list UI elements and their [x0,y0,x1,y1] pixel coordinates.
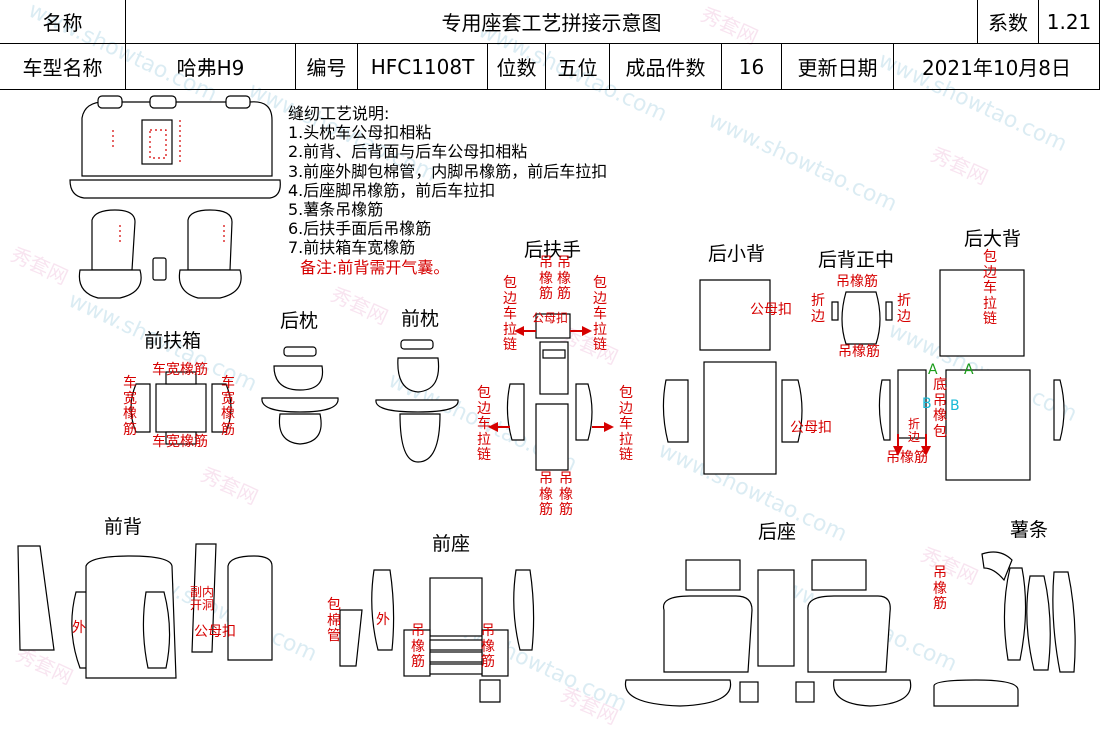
annotation-hang-elastic: 吊橡筋 [838,344,880,360]
seats-label: 位数 [488,44,546,90]
annotation-zipper-edge: 包边车拉链 [619,385,633,463]
mark-b: B [922,396,932,412]
rear-small-back-pieces [662,279,803,475]
note-item: 7.前扶箱车宽橡筋 [288,238,416,258]
fries-pieces [981,551,1076,673]
annotation-fold-edge: 折边 [811,293,825,325]
annotation-outer: 外 [72,620,86,636]
annotation-hang-elastic: 吊橡筋 [411,623,425,670]
note-item: 2.前背、后背面与后车公母扣相粘 [288,142,528,162]
annotation-wide-elastic: 车宽橡筋 [221,375,235,438]
seat-overview-illustration [69,95,281,299]
note-item: 5.薯条吊橡筋 [288,200,384,220]
annotation-zipper-edge: 包边车拉链 [477,385,491,463]
section-rear-seat: 后座 [758,521,797,543]
model-label: 车型名称 [0,44,126,90]
annotation-wide-elastic: 车宽橡筋 [152,434,208,450]
section-front-armbox: 前扶箱 [144,330,202,352]
section-rear-big-back: 后大背 [964,228,1022,250]
model-value: 哈弗H9 [126,44,296,90]
mark-a: A [964,362,974,378]
notes-title: 缝纫工艺说明: [288,104,390,123]
pillow-pieces [261,339,459,463]
section-rear-back-center: 后背正中 [818,249,895,271]
annotation-fold-edge: 折边 [907,417,920,444]
annotation-outer: 外 [376,612,390,628]
annotation-snap: 公母扣 [194,624,236,640]
note-item: 3.前座外脚包棉管，内脚吊橡筋，前后车拉扣 [288,161,608,181]
section-fries: 薯条 [1010,519,1049,541]
date-label: 更新日期 [782,44,894,90]
note-item: 6.后扶手面后吊橡筋 [288,219,432,239]
front-back-pieces [17,543,273,679]
annotation-hang-elastic: 吊橡筋 [836,274,878,290]
annotation-hang-elastic: 吊橡筋 [933,565,947,612]
code-value: HFC1108T [358,44,488,90]
section-front-back: 前背 [104,516,143,538]
annotation-hang-elastic: 吊橡筋 [557,255,571,302]
annotation-snap: 公母扣 [532,311,569,325]
rear-back-center-pieces [831,291,893,345]
front-seat-pieces [339,569,535,703]
annotation-inner-opening: 副内开洞 [189,585,214,612]
annotation-fold-edge: 折边 [897,293,911,325]
sewing-notes: 缝纫工艺说明: 1.头枕车公母扣相粘 2.前背、后背面与后车公母扣相粘 3.前座… [288,104,607,277]
section-front-seat: 前座 [432,533,471,555]
seats-value: 五位 [546,44,610,90]
rear-seat-pieces [624,559,1019,707]
pieces-value: 16 [722,44,782,90]
section-front-pillow: 前枕 [401,308,440,330]
note-item: 4.后座脚吊橡筋，前后车拉扣 [288,180,496,200]
annotation-hang-elastic: 吊橡筋 [539,471,553,518]
annotation-zipper-edge: 包边车拉链 [983,249,997,327]
coef-label: 系数 [978,0,1039,44]
page-title: 专用座套工艺拼接示意图 [126,0,978,44]
annotation-zipper-edge: 包边车拉链 [503,275,517,353]
annotation-hang-elastic: 吊橡筋 [886,450,928,466]
notes-remark: 备注:前背需开气囊。 [300,257,450,277]
rear-armrest-pieces [488,313,614,471]
annotation-cotton-tube: 包棉管 [327,597,341,644]
annotation-hang-elastic: 吊橡筋 [539,255,553,302]
annotation-hang-elastic: 吊橡筋 [559,471,573,518]
name-label: 名称 [0,0,126,44]
pieces-label: 成品件数 [610,44,722,90]
annotation-wide-elastic: 车宽橡筋 [123,375,137,438]
annotation-wide-elastic: 车宽橡筋 [152,362,208,378]
mark-a: A [928,362,938,378]
annotation-snap: 公母扣 [750,302,792,318]
front-armbox-pieces [130,371,232,445]
section-rear-armrest: 后扶手 [524,239,582,261]
annotation-bottom-hang: 底吊橡包 [933,377,947,440]
code-label: 编号 [296,44,358,90]
date-value: 2021年10月8日 [894,44,1100,90]
section-rear-pillow: 后枕 [280,310,319,332]
note-item: 1.头枕车公母扣相粘 [288,123,432,143]
section-rear-small-back: 后小背 [708,243,766,265]
annotation-hang-elastic: 吊橡筋 [481,623,495,670]
mark-b: B [950,398,960,414]
annotation-snap: 公母扣 [790,420,832,436]
annotation-zipper-edge: 包边车拉链 [593,275,607,353]
rear-big-back-pieces [878,269,1065,481]
